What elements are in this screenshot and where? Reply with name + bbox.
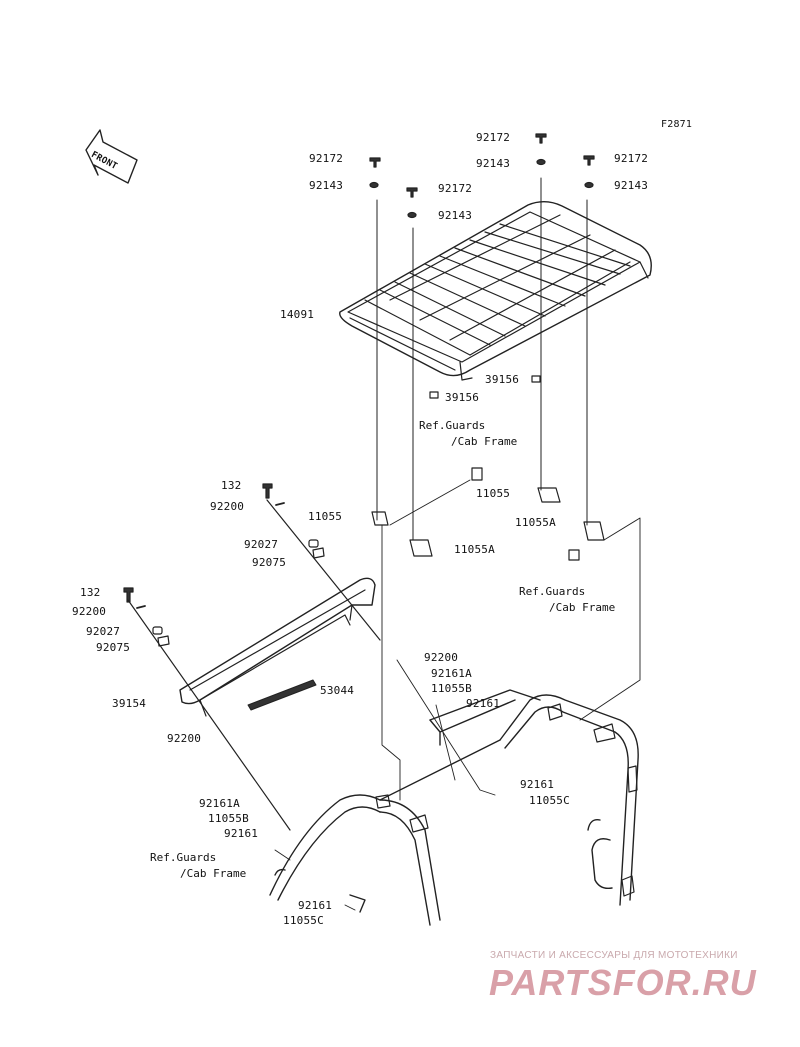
callout-92075: 92075 bbox=[96, 641, 131, 654]
callout-11055C: 11055C bbox=[529, 794, 570, 807]
callout-11055B: 11055B bbox=[431, 682, 472, 695]
roof-panel bbox=[339, 201, 652, 381]
reference-line: Ref.Guards bbox=[150, 851, 217, 864]
reference-note: Ref.Guards /Cab Frame bbox=[150, 850, 246, 882]
callout-11055: 11055 bbox=[308, 510, 343, 523]
reference-line: Ref.Guards bbox=[519, 585, 586, 598]
callout-92027: 92027 bbox=[244, 538, 279, 551]
callout-92161: 92161 bbox=[224, 827, 259, 840]
seal-strip bbox=[247, 679, 317, 711]
callout-92143: 92143 bbox=[309, 179, 344, 192]
watermark-tagline: ЗАПЧАСТИ И АКСЕССУАРЫ ДЛЯ МОТОТЕХНИКИ bbox=[490, 950, 738, 961]
callout-132: 132 bbox=[80, 586, 101, 599]
callout-92172: 92172 bbox=[438, 182, 473, 195]
reference-line: /Cab Frame bbox=[180, 867, 247, 880]
reference-line: Ref.Guards bbox=[419, 419, 486, 432]
figure-code: F2871 bbox=[661, 119, 693, 130]
cab-frame bbox=[269, 689, 639, 926]
callout-92161: 92161 bbox=[520, 778, 555, 791]
callout-11055C: 11055C bbox=[283, 914, 324, 927]
callout-11055A: 11055A bbox=[454, 543, 495, 556]
reference-line: /Cab Frame bbox=[451, 435, 518, 448]
callout-92200: 92200 bbox=[72, 605, 107, 618]
callout-92161A: 92161A bbox=[199, 797, 240, 810]
reference-note: Ref.Guards /Cab Frame bbox=[419, 418, 517, 450]
callout-11055B: 11055B bbox=[208, 812, 249, 825]
callout-92027: 92027 bbox=[86, 625, 121, 638]
callout-92200: 92200 bbox=[424, 651, 459, 664]
callout-53044: 53044 bbox=[320, 684, 355, 697]
callout-39156: 39156 bbox=[485, 373, 520, 386]
callout-92143: 92143 bbox=[476, 157, 511, 170]
callout-92172: 92172 bbox=[614, 152, 649, 165]
reference-line: /Cab Frame bbox=[549, 601, 616, 614]
callout-92143: 92143 bbox=[614, 179, 649, 192]
callout-92172: 92172 bbox=[476, 131, 511, 144]
rear-panel bbox=[179, 577, 376, 717]
reference-note: Ref.Guards /Cab Frame bbox=[519, 584, 615, 616]
callout-92200: 92200 bbox=[210, 500, 245, 513]
callout-92161A: 92161A bbox=[431, 667, 472, 680]
callout-11055: 11055 bbox=[476, 487, 511, 500]
callout-39156: 39156 bbox=[445, 391, 480, 404]
callout-92172: 92172 bbox=[309, 152, 344, 165]
callout-132: 132 bbox=[221, 479, 242, 492]
watermark-logo: PARTSFOR.RU bbox=[489, 962, 757, 1003]
callout-92161: 92161 bbox=[298, 899, 333, 912]
callout-92200: 92200 bbox=[167, 732, 202, 745]
callout-11055A: 11055A bbox=[515, 516, 556, 529]
front-arrow-icon bbox=[85, 129, 138, 184]
callout-92075: 92075 bbox=[252, 556, 287, 569]
callout-92161: 92161 bbox=[466, 697, 501, 710]
callout-14091: 14091 bbox=[280, 308, 315, 321]
callout-39154: 39154 bbox=[112, 697, 147, 710]
callout-92143: 92143 bbox=[438, 209, 473, 222]
